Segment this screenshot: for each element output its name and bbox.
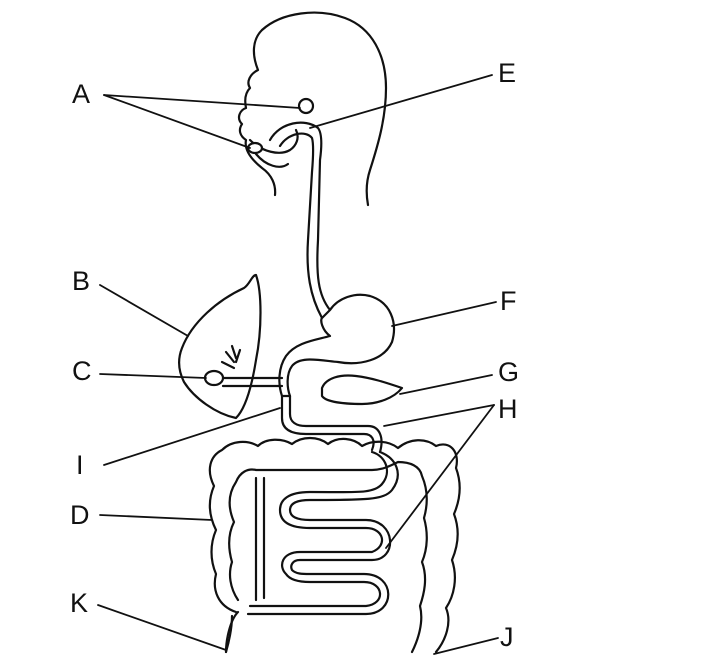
salivary-gland-upper (299, 99, 313, 113)
label-E: E (498, 58, 516, 88)
small-intestine (248, 452, 398, 614)
liver (179, 275, 260, 418)
label-K: K (70, 588, 88, 618)
label-A: A (72, 79, 90, 109)
label-H: H (498, 394, 518, 424)
label-F: F (500, 286, 517, 316)
label-C: C (72, 356, 92, 386)
label-B: B (72, 266, 90, 296)
pancreas (322, 376, 402, 405)
label-G: G (498, 357, 519, 387)
label-D: D (70, 500, 90, 530)
gall-bladder (205, 371, 223, 385)
leader-lines (98, 75, 498, 654)
label-I: I (76, 450, 84, 480)
large-intestine (210, 438, 460, 652)
label-J: J (500, 622, 514, 652)
